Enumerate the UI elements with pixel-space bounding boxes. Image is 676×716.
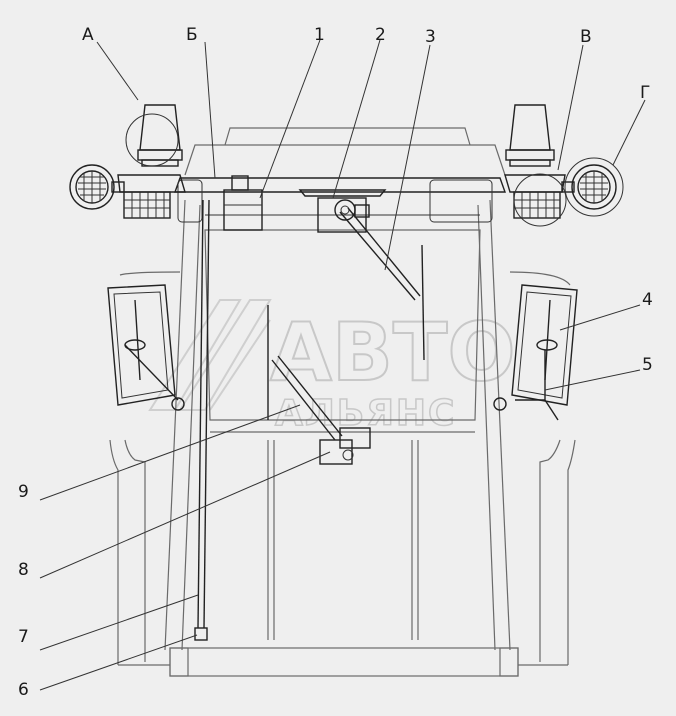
washer-reservoir	[223, 175, 263, 231]
headlight-left	[69, 164, 125, 210]
mirror-left	[107, 284, 185, 411]
label-4: 4	[642, 290, 653, 310]
rear-left-pillar-inner	[124, 439, 146, 662]
leader-a	[96, 41, 139, 101]
label-2: 2	[375, 25, 386, 45]
leader-8	[39, 451, 331, 579]
label-8: 8	[18, 560, 29, 580]
right-pillar-outer	[489, 199, 511, 651]
roof-pod-left	[177, 179, 203, 223]
left-pillar-outer	[164, 199, 186, 651]
roof-panel-front	[174, 177, 506, 193]
door-panel-left	[267, 440, 275, 640]
label-9: 9	[18, 482, 29, 502]
rear-left-pillar	[109, 439, 119, 665]
label-v: В	[580, 27, 592, 47]
label-g: Г	[640, 83, 650, 103]
base-foot-left	[169, 647, 189, 677]
leader-7	[39, 594, 199, 651]
beacon-right	[505, 104, 555, 167]
roof-pod-right	[429, 179, 493, 223]
leader-4	[559, 304, 641, 331]
right-pillar-inner	[477, 204, 496, 651]
leader-6	[39, 634, 198, 691]
rear-outline-right	[509, 271, 571, 286]
leader-5	[544, 369, 641, 391]
callout-labels: А Б 1 2 3 В Г 4 5 9 8 7 6	[18, 25, 653, 700]
rear-right-pillar	[567, 439, 576, 665]
headlight-right	[561, 164, 617, 210]
cab-base	[169, 647, 519, 677]
beacon-left	[137, 104, 183, 167]
detail-circle-a	[125, 113, 179, 167]
left-pillar-inner	[181, 204, 201, 651]
detail-circle-v	[513, 173, 567, 227]
leader-2	[332, 39, 381, 199]
upper-wiper-arm	[339, 207, 425, 361]
label-6: 6	[18, 680, 29, 700]
roof-top	[224, 127, 471, 146]
leader-3	[384, 44, 431, 271]
base-foot-right	[499, 647, 519, 677]
windshield	[204, 229, 481, 421]
upper-wiper-motor	[298, 189, 387, 233]
cab-body	[109, 127, 576, 677]
roof-front	[184, 144, 506, 176]
leader-9	[39, 404, 301, 501]
label-1: 1	[314, 25, 325, 45]
rear-outline-left	[119, 271, 181, 276]
leader-1	[259, 39, 321, 199]
leader-lines	[39, 39, 646, 691]
label-a: А	[82, 25, 94, 45]
watermark-logo	[148, 299, 272, 411]
label-b: Б	[186, 25, 198, 45]
label-5: 5	[642, 355, 653, 375]
door-panel-right	[411, 440, 419, 640]
lower-wiper	[267, 305, 371, 465]
rear-right-pillar-inner	[539, 439, 561, 662]
work-lamp-left	[117, 174, 186, 219]
watermark-text-avto: АВТО	[270, 306, 515, 399]
detail-circle-g	[564, 157, 624, 217]
watermark: АВТО АЛЬЯНС	[148, 299, 516, 435]
leader-g	[612, 99, 646, 166]
leader-b	[204, 41, 216, 179]
antenna	[194, 199, 210, 641]
leader-v	[557, 44, 584, 171]
label-3: 3	[425, 27, 436, 47]
roof-console	[174, 177, 506, 223]
mirror-right	[493, 284, 578, 421]
label-7: 7	[18, 627, 29, 647]
